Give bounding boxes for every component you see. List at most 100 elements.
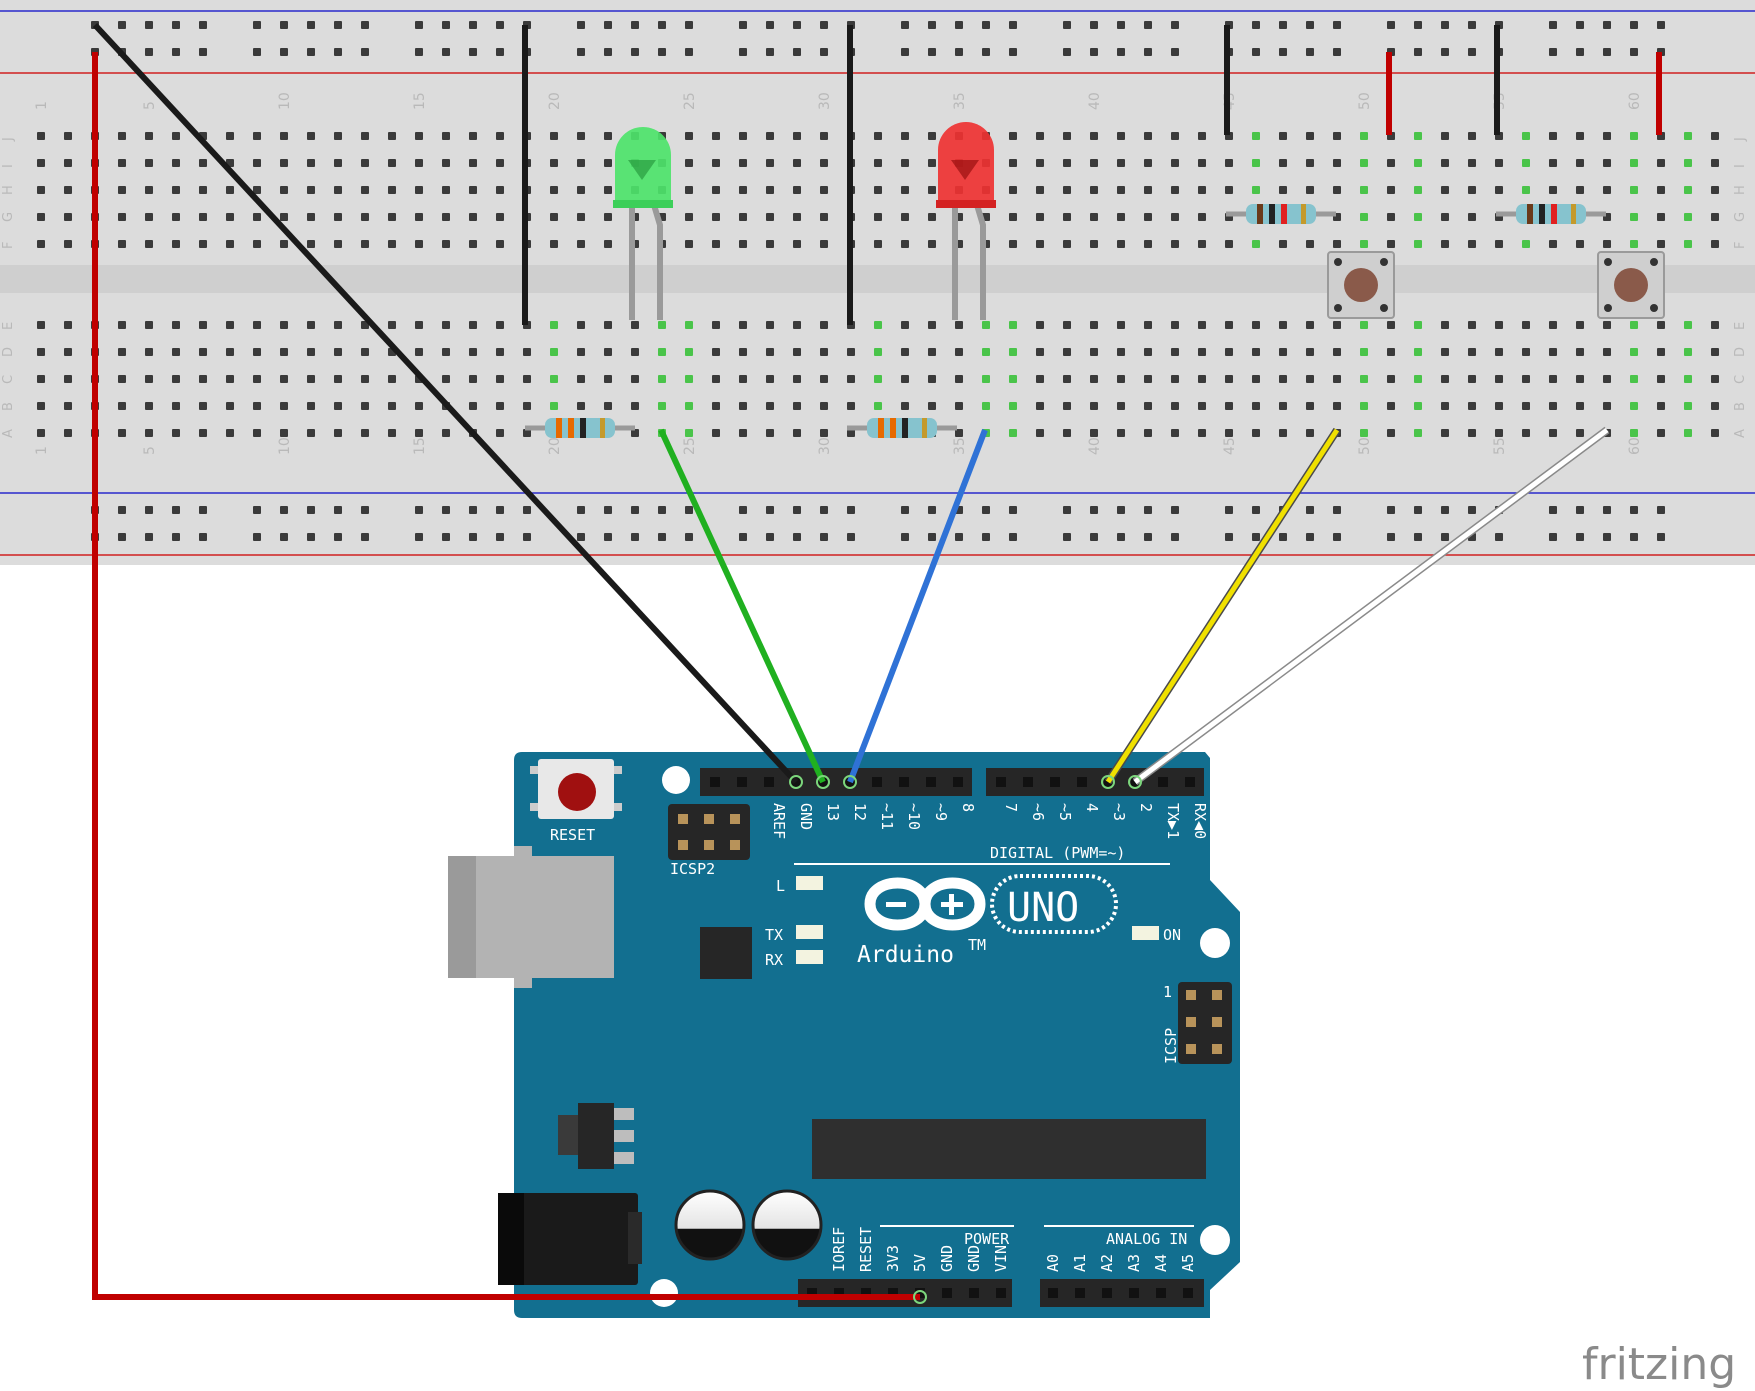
- reset-label: RESET: [550, 826, 595, 844]
- breadboard-hole: [442, 159, 450, 167]
- breadboard-hole: [1684, 375, 1692, 383]
- rail-hole: [685, 21, 693, 29]
- breadboard-hole: [1549, 348, 1557, 356]
- breadboard-hole: [361, 213, 369, 221]
- digital-pin-hole[interactable]: [1077, 777, 1087, 787]
- breadboard-hole: [1414, 132, 1422, 140]
- breadboard-hole: [1306, 402, 1314, 410]
- breadboard-hole: [604, 213, 612, 221]
- breadboard-hole: [1063, 186, 1071, 194]
- breadboard-hole: [280, 132, 288, 140]
- digital-pin-hole[interactable]: [1023, 777, 1033, 787]
- power-pin-hole[interactable]: [807, 1288, 817, 1298]
- breadboard-hole: [577, 402, 585, 410]
- analog-pin-hole[interactable]: [1102, 1288, 1112, 1298]
- digital-pin-hole[interactable]: [1050, 777, 1060, 787]
- digital-pin-hole[interactable]: [996, 777, 1006, 787]
- gnd-wire[interactable]: [92, 22, 799, 785]
- capacitor: [674, 1189, 746, 1261]
- analog-pin-hole[interactable]: [1075, 1288, 1085, 1298]
- digital-pin-hole[interactable]: [710, 777, 720, 787]
- power-pin-hole[interactable]: [942, 1288, 952, 1298]
- power-pin-hole[interactable]: [861, 1288, 871, 1298]
- power-pin-hole[interactable]: [888, 1288, 898, 1298]
- breadboard-hole: [1387, 429, 1395, 437]
- usb-chip: [700, 927, 752, 979]
- digital-pin-hole[interactable]: [953, 777, 963, 787]
- resistor-4[interactable]: [1496, 204, 1606, 224]
- rail-hole: [1252, 21, 1260, 29]
- digital-pin-hole[interactable]: [1185, 777, 1195, 787]
- analog-pin-hole[interactable]: [1183, 1288, 1193, 1298]
- digital-pin-label: 12: [851, 803, 869, 821]
- pin13-wire[interactable]: [658, 428, 826, 784]
- rail-hole: [523, 533, 531, 541]
- digital-pin-hole[interactable]: [899, 777, 909, 787]
- power-pin-hole[interactable]: [969, 1288, 979, 1298]
- pushbutton-2[interactable]: [1597, 251, 1665, 319]
- led-red[interactable]: [936, 122, 996, 320]
- 5v-wire[interactable]: [92, 52, 920, 1300]
- rail-hole: [199, 21, 207, 29]
- breadboard-hole: [1198, 213, 1206, 221]
- digital-pin-hole[interactable]: [737, 777, 747, 787]
- analog-pin-hole[interactable]: [1129, 1288, 1139, 1298]
- pin3-wire[interactable]: [1105, 428, 1340, 784]
- pushbutton-1[interactable]: [1327, 251, 1395, 319]
- breadboard-hole: [334, 132, 342, 140]
- column-number: 50: [1357, 437, 1373, 455]
- breadboard-hole: [1657, 348, 1665, 356]
- breadboard-hole: [334, 348, 342, 356]
- breadboard: 1155101015152020252530303535404045455050…: [0, 0, 1755, 565]
- power-jack: [498, 1193, 642, 1285]
- breadboard-hole: [64, 159, 72, 167]
- breadboard-hole: [1630, 186, 1638, 194]
- reset-button[interactable]: [530, 759, 622, 819]
- rail-hole: [172, 506, 180, 514]
- analog-pin-hole[interactable]: [1156, 1288, 1166, 1298]
- pin12-wire[interactable]: [847, 428, 988, 784]
- breadboard-hole: [766, 132, 774, 140]
- breadboard-hole: [1144, 321, 1152, 329]
- power-pin-hole[interactable]: [996, 1288, 1006, 1298]
- digital-pin-hole[interactable]: [926, 777, 936, 787]
- breadboard-hole: [1171, 321, 1179, 329]
- breadboard-hole: [766, 186, 774, 194]
- digital-pin-hole[interactable]: [1158, 777, 1168, 787]
- breadboard-hole: [847, 429, 855, 437]
- breadboard-hole: [577, 132, 585, 140]
- rail-hole: [1144, 48, 1152, 56]
- breadboard-hole: [1657, 321, 1665, 329]
- led-green[interactable]: [613, 127, 673, 320]
- breadboard-hole: [1684, 321, 1692, 329]
- row-letter: C: [1733, 375, 1748, 384]
- breadboard-hole: [793, 213, 801, 221]
- digital-pin-label: ~3: [1110, 803, 1128, 821]
- pin2-wire[interactable]: [1133, 427, 1609, 785]
- digital-pin-hole[interactable]: [872, 777, 882, 787]
- digital-pin-hole[interactable]: [764, 777, 774, 787]
- breadboard-hole: [361, 186, 369, 194]
- analog-pin-hole[interactable]: [1048, 1288, 1058, 1298]
- breadboard-hole: [1576, 240, 1584, 248]
- analog-pin-label: A0: [1044, 1254, 1062, 1272]
- resistor-1[interactable]: [525, 418, 635, 438]
- rail-hole: [280, 533, 288, 541]
- resistor-2[interactable]: [847, 418, 957, 438]
- resistor-3[interactable]: [1226, 204, 1336, 224]
- breadboard-hole: [1225, 240, 1233, 248]
- rail-hole: [1144, 506, 1152, 514]
- rail-hole: [820, 533, 828, 541]
- breadboard-hole: [1441, 186, 1449, 194]
- power-pin-hole[interactable]: [834, 1288, 844, 1298]
- breadboard-hole: [1171, 186, 1179, 194]
- breadboard-hole: [253, 213, 261, 221]
- rail-hole: [1549, 21, 1557, 29]
- breadboard-hole: [1441, 321, 1449, 329]
- breadboard-hole: [874, 348, 882, 356]
- breadboard-hole: [1090, 375, 1098, 383]
- power-pin-hole[interactable]: [915, 1288, 925, 1298]
- breadboard-hole: [1387, 402, 1395, 410]
